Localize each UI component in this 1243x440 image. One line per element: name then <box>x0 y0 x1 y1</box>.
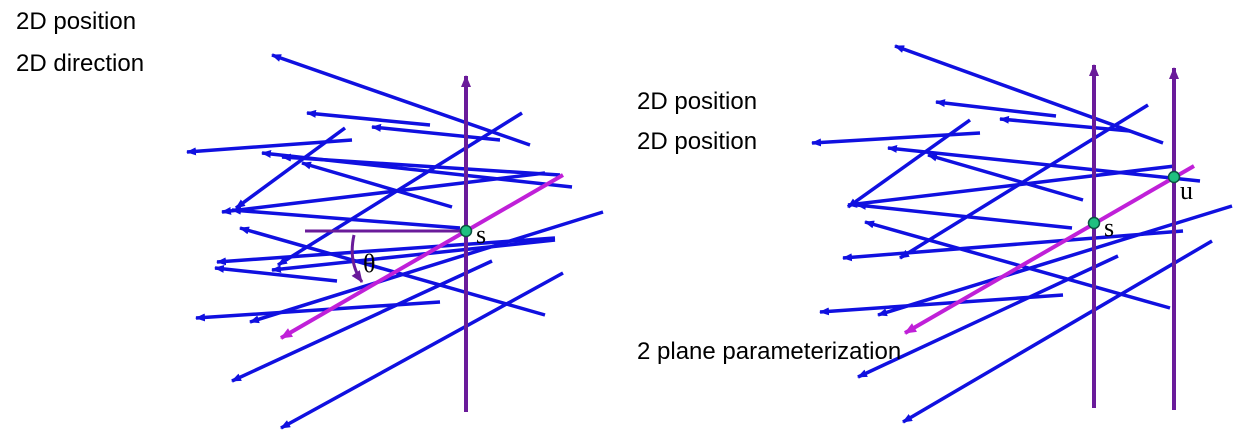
right-diagram <box>811 44 1233 424</box>
ray <box>887 144 1201 183</box>
ray <box>847 164 1176 208</box>
ray <box>277 111 523 267</box>
highlight-ray <box>903 164 1196 335</box>
point-s-label: s <box>1104 213 1114 242</box>
point-s-label: s <box>476 220 486 249</box>
ray <box>280 271 564 430</box>
point-s-marker <box>459 224 473 238</box>
ray <box>894 44 1164 145</box>
ray <box>935 99 1057 118</box>
ray <box>214 264 338 283</box>
ray <box>927 153 1084 202</box>
ray <box>306 109 431 127</box>
ray <box>271 238 556 274</box>
ray <box>234 126 347 210</box>
ray <box>216 236 556 266</box>
ray <box>231 206 461 230</box>
ray <box>371 123 501 142</box>
ray <box>301 161 453 209</box>
ray <box>857 254 1119 379</box>
left-heading-position: 2D position <box>16 8 137 35</box>
point-u-marker <box>1167 170 1181 184</box>
ray <box>811 131 981 147</box>
highlight-ray <box>279 173 565 340</box>
ray <box>231 259 493 383</box>
ray <box>846 118 972 209</box>
ray <box>842 229 1184 262</box>
ray <box>271 53 531 147</box>
ray <box>249 210 604 324</box>
ray <box>221 171 546 215</box>
point-s-marker <box>1087 216 1101 230</box>
angle-theta-label: θ <box>363 249 375 278</box>
angle-arc <box>350 234 364 283</box>
ray <box>856 201 1073 230</box>
ray <box>819 293 1064 316</box>
ray <box>899 103 1149 260</box>
right-heading-position-1: 2D position <box>637 88 758 115</box>
right-caption: 2 plane parameterization <box>637 338 902 365</box>
left-diagram <box>186 53 604 430</box>
point-u-label: u <box>1180 176 1193 205</box>
left-heading-direction: 2D direction <box>16 50 145 77</box>
ray <box>281 153 561 177</box>
right-heading-position-2: 2D position <box>637 128 758 155</box>
ray <box>902 239 1213 424</box>
